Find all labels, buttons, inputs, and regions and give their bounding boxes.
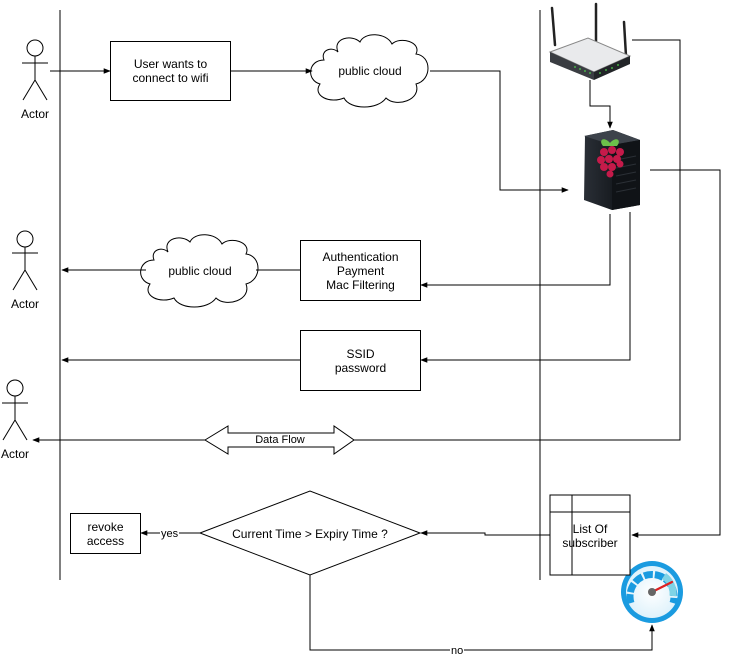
connect-wifi-box: User wants to connect to wifi [110,41,231,101]
yes-edge-label: yes [160,527,180,541]
actor-figure-2 [12,230,38,291]
decision-label: Current Time > Expiry Time ? [232,527,388,541]
actor-figure-1 [22,39,48,101]
speedometer-gauge-icon [621,561,683,623]
ssid-password-box: SSID password [300,330,421,391]
subscriber-list-frame [549,494,631,576]
actor-figure-3 [2,379,28,441]
decision-diamond [198,490,422,576]
actor-label-3: Actor [0,447,29,461]
wifi-router-icon [548,2,632,80]
subscriber-list-label: List Of subscriber [562,522,618,550]
cloud-label-top: public cloud [338,64,402,78]
authentication-box: Authentication Payment Mac Filtering [300,240,421,301]
no-edge-label: no [450,644,465,658]
data-flow-label: Data Flow [255,434,305,446]
revoke-access-box: revoke access [70,513,141,554]
cloud-label-mid: public cloud [168,264,232,278]
actor-label-1: Actor [20,107,49,121]
actor-label-2: Actor [10,297,39,311]
raspberry-pi-server-icon [584,130,640,210]
connectors [32,39,721,651]
